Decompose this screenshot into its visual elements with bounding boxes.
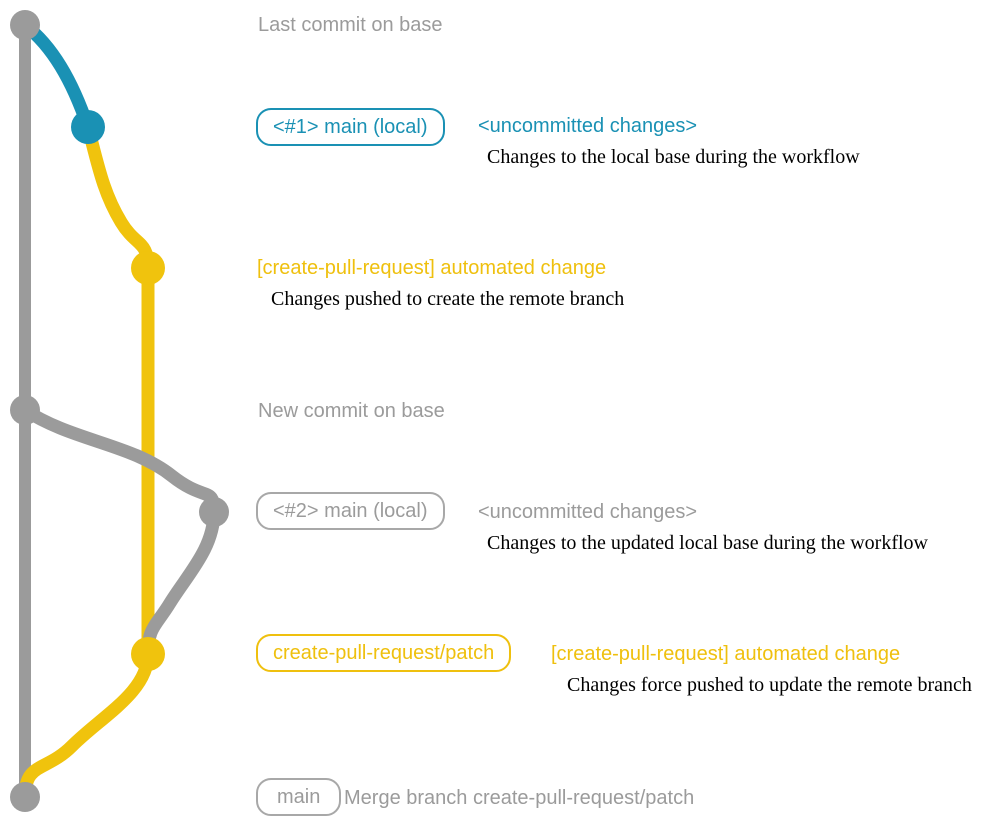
- commit-node-patch-1: [131, 251, 165, 285]
- local-branch-curve-3: [141, 505, 221, 661]
- commit-node-new-base: [10, 395, 40, 425]
- badge-main-local-2: <#2> main (local): [256, 492, 445, 530]
- commit-node-patch-2: [131, 637, 165, 671]
- note-merge-branch: Merge branch create-pull-request/patch: [344, 787, 695, 809]
- badge-main: main: [256, 778, 342, 816]
- commit-node-merge: [10, 782, 40, 812]
- label-last-commit-on-base: Last commit on base: [258, 14, 443, 36]
- note-automated-change-1: [create-pull-request] automated change: [257, 257, 607, 279]
- commit-node-uncommitted-2: [199, 497, 229, 527]
- local-branch-curve-2: [18, 403, 221, 519]
- caption-local-base-changes: Changes to the local base during the wor…: [487, 146, 860, 168]
- badge-create-pull-request-patch: create-pull-request/patch: [256, 634, 512, 672]
- caption-pushed-create-remote: Changes pushed to create the remote bran…: [271, 288, 625, 310]
- note-automated-change-2: [create-pull-request] automated change: [551, 643, 901, 665]
- local-branch-curve-1: [18, 18, 95, 134]
- badge-main-local-1: <#1> main (local): [256, 108, 445, 146]
- commit-node-uncommitted-1: [71, 110, 105, 144]
- note-uncommitted-changes-1: <uncommitted changes>: [478, 115, 698, 137]
- patch-branch-line: [18, 120, 155, 804]
- commit-node-base-tip: [10, 10, 40, 40]
- caption-force-pushed-update-remote: Changes force pushed to update the remot…: [567, 674, 972, 696]
- note-uncommitted-changes-2: <uncommitted changes>: [478, 501, 698, 523]
- label-new-commit-on-base: New commit on base: [258, 400, 445, 422]
- caption-updated-local-base-changes: Changes to the updated local base during…: [487, 532, 928, 554]
